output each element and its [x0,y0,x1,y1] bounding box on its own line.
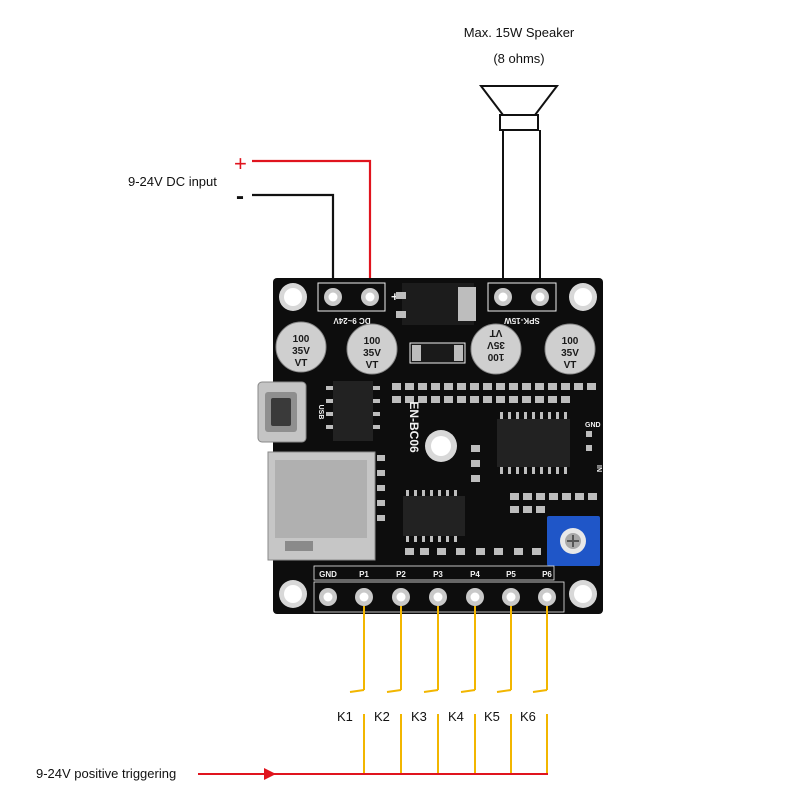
amplifier-ic [403,490,465,542]
pin-label-p4: P4 [470,570,480,579]
svg-text:35V: 35V [561,348,579,359]
speaker-title: Max. 15W Speaker [464,25,575,40]
positive-wire [252,159,372,296]
bottom-pads [313,581,565,613]
diode [409,342,466,364]
plus-silk: + [391,289,399,304]
trigger-wire [198,768,548,780]
pin-label-gnd: GND [319,570,337,579]
minus-sign: - [236,183,244,210]
svg-text:VT: VT [295,358,308,369]
switch-k5: K5 [484,709,500,724]
smd-row-bottom [405,445,597,555]
pcb-board: DC 9~24V SPK-15W + 100 35V VT 100 35V VT… [257,278,603,614]
speaker-icon [478,85,560,131]
potentiometer [547,516,600,566]
smd-row-top [392,383,596,403]
pin-label-p3: P3 [433,570,443,579]
pin-label-p5: P5 [506,570,516,579]
svg-text:100: 100 [487,351,504,362]
switch-k3: K3 [411,709,427,724]
pin-silk-labels: GND P1 P2 P3 P4 P5 P6 [313,565,555,581]
switch-k1: K1 [337,709,353,724]
smd-row-sd [377,455,385,521]
board-name: EN-BC06 [407,401,421,453]
capacitor-1: 100 35V VT [275,321,327,373]
arrow-right-icon [264,768,276,780]
pin-label-p6: P6 [542,570,552,579]
svg-text:35V: 35V [363,348,381,359]
gnd-side-label: GND [585,422,601,429]
pin-label-p1: P1 [359,570,369,579]
switch-k4: K4 [448,709,464,724]
trigger-label: 9-24V positive triggering [36,766,176,781]
switch-labels: K1 K2 K3 K4 K5 K6 [337,709,536,724]
svg-text:VT: VT [490,327,503,338]
pin-label-p2: P2 [396,570,406,579]
in-side-label: IN [595,465,602,472]
capacitor-3: 100 35V VT [470,323,522,375]
svg-text:100: 100 [293,334,310,345]
flash-chip [326,381,380,441]
negative-wire [252,193,335,296]
switch-wires [349,606,548,773]
dc-silk-label: DC 9~24V [333,316,371,325]
svg-text:VT: VT [564,360,577,371]
capacitor-4: 100 35V VT [544,323,596,375]
speaker-wires [502,130,541,296]
switch-k2: K2 [374,709,390,724]
svg-text:35V: 35V [292,346,310,357]
capacitor-2: 100 35V VT [346,323,398,375]
sd-card-slot [267,451,376,561]
svg-text:VT: VT [366,360,379,371]
voltage-regulator [396,283,476,325]
speaker-pad-1 [494,288,512,306]
speaker-pad-2 [531,288,549,306]
mounting-holes [279,283,597,608]
plus-sign: + [234,151,247,176]
switch-k6: K6 [520,709,536,724]
speaker-subtitle: (8 ohms) [493,51,544,66]
svg-text:35V: 35V [487,339,505,350]
speaker-silk-label: SPK-15W [504,316,540,325]
dc-pad-negative [324,288,342,306]
side-header-pins [586,431,592,451]
svg-text:100: 100 [364,336,381,347]
usb-connector [257,381,307,443]
dc-input-label: 9-24V DC input [128,174,217,189]
svg-text:100: 100 [562,336,579,347]
usb-silk-label: USB [317,405,324,420]
dc-pad-positive [361,288,379,306]
main-ic [497,412,570,474]
